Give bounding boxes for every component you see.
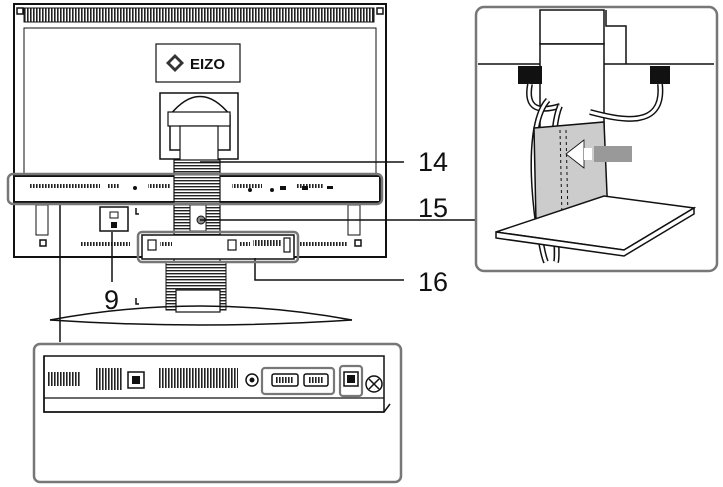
monitor-rear-view: EIZO — [13, 3, 387, 326]
callout-16: 16 — [418, 267, 448, 297]
screw-icon — [39, 239, 47, 247]
arrow-block — [594, 146, 632, 162]
cable-connector — [650, 66, 670, 84]
eizo-logo: EIZO — [155, 43, 241, 83]
stand-base — [49, 305, 353, 321]
cable-connector — [518, 66, 542, 84]
callout-15: 15 — [418, 193, 448, 223]
callout-14: 14 — [418, 147, 448, 177]
logo-text: EIZO — [190, 56, 225, 73]
connector-detail-panel — [32, 342, 403, 484]
cable-holder-inset — [474, 5, 719, 273]
screw-icon — [376, 7, 384, 15]
screw-icon — [354, 239, 362, 247]
signal-input-bracket — [260, 366, 336, 396]
power-switch — [99, 206, 129, 232]
top-vent — [23, 7, 375, 23]
highlight-bracket — [6, 172, 384, 206]
usb-upstream-bracket — [338, 364, 364, 398]
highlight-bracket — [136, 230, 300, 264]
usb-port-group — [141, 234, 295, 260]
callout-9: 9 — [104, 285, 119, 315]
screw-icon — [16, 7, 24, 15]
